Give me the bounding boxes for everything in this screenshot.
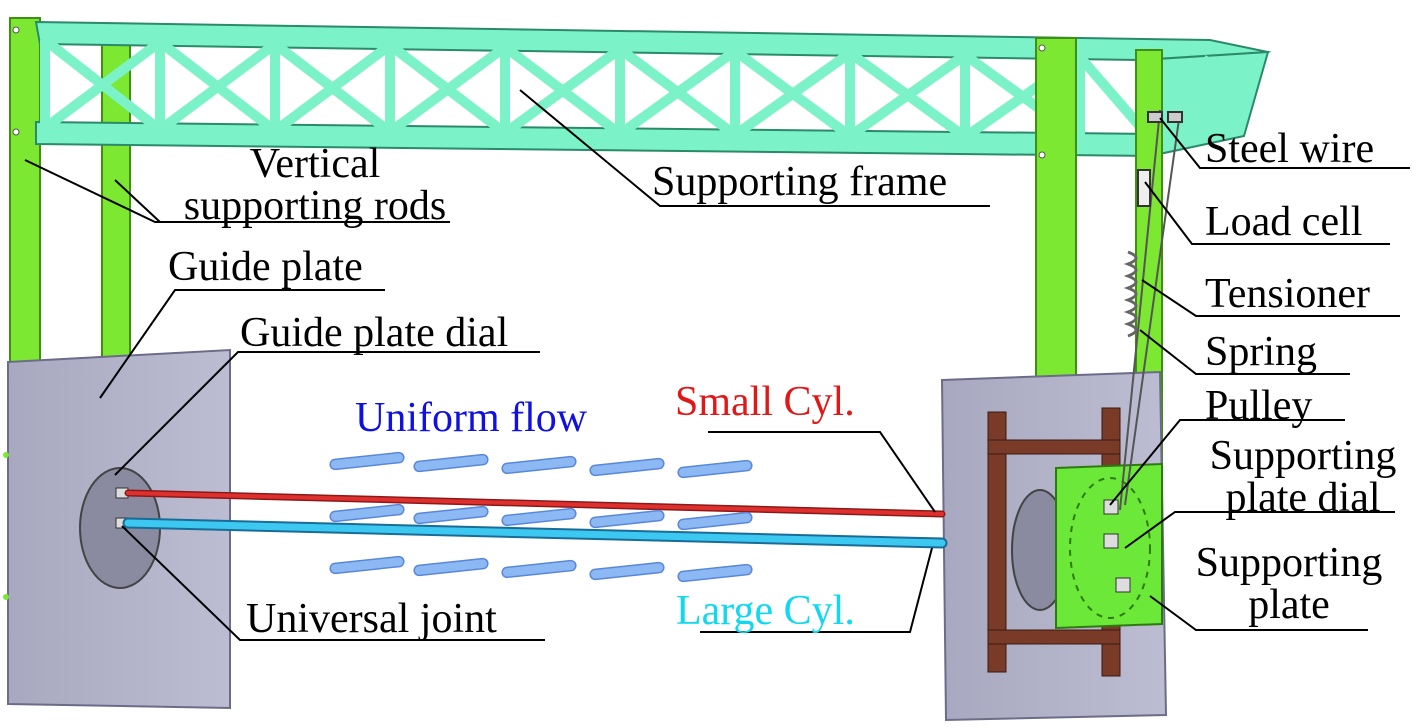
- load-cell: [1137, 169, 1151, 207]
- steel-wire-label: Steel wire: [1205, 126, 1375, 172]
- small-cylinder-label: Small Cyl.: [675, 379, 855, 425]
- vertical-supporting-rods-line-2: supporting rods: [183, 183, 447, 229]
- tension-assembly: [1119, 109, 1183, 511]
- vertical-supporting-rods-line-1: Vertical: [249, 141, 381, 187]
- vertical-supporting-rods-label: Vertical supporting rods: [150, 143, 480, 227]
- guide-plate-dial-label: Guide plate dial: [240, 310, 509, 356]
- small-cylinder: [126, 491, 944, 516]
- universal-joint-label: Universal joint: [246, 596, 497, 642]
- supporting-plate-dial-line-1: Supporting: [1209, 433, 1397, 479]
- load-cell-label: Load cell: [1205, 199, 1363, 245]
- right-support-assembly: [940, 370, 1168, 722]
- leader-lines: [24, 89, 1410, 641]
- large-cylinder: [124, 519, 946, 547]
- spring-label: Spring: [1205, 329, 1318, 375]
- supporting-frame-label: Supporting frame: [652, 159, 948, 205]
- uniform-flow-arrows: [329, 451, 753, 583]
- tensioner-label: Tensioner: [1205, 271, 1371, 317]
- left-vertical-rods: [9, 17, 131, 366]
- pulley-label: Pulley: [1205, 383, 1313, 429]
- pulley-top: [1147, 111, 1163, 123]
- supporting-plate-dial-line-2: plate dial: [1225, 475, 1381, 521]
- supporting-plate-line-1: Supporting: [1195, 540, 1383, 586]
- guide-plate-label: Guide plate: [168, 244, 363, 290]
- supporting-plate-label: Supporting plate: [1176, 542, 1402, 626]
- supporting-plate-dial-label: Supporting plate dial: [1190, 435, 1416, 519]
- guide-plate: [3, 348, 231, 710]
- cylinders: [122, 489, 948, 549]
- supporting-plate-line-2: plate: [1248, 582, 1330, 628]
- tensioner-spring: [1123, 250, 1138, 338]
- uniform-flow-label: Uniform flow: [355, 395, 588, 441]
- large-cylinder-label: Large Cyl.: [676, 588, 855, 634]
